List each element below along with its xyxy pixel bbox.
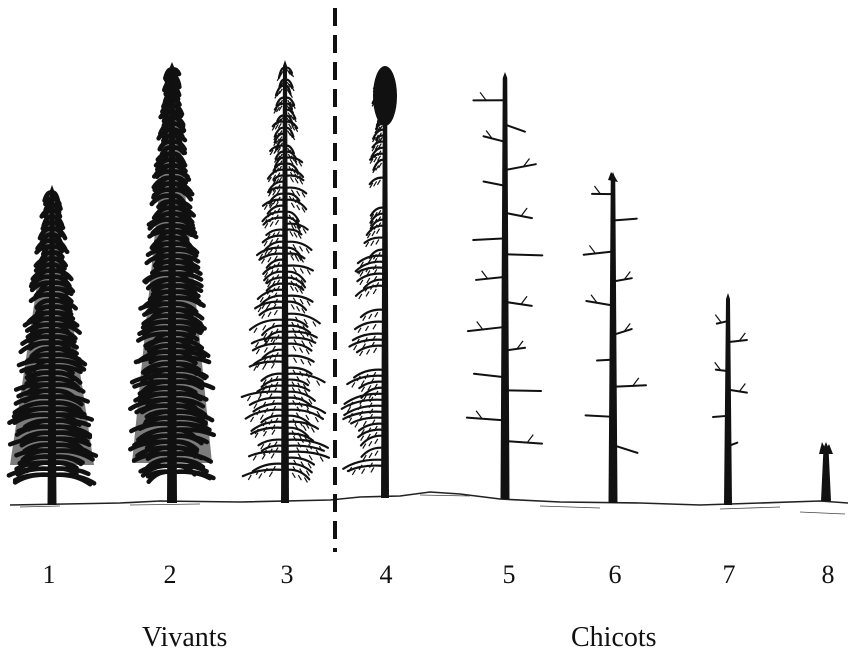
tree-5-trunk bbox=[500, 72, 510, 499]
tree-number-3: 3 bbox=[280, 560, 294, 589]
ground-texture bbox=[19, 494, 846, 515]
tree-6 bbox=[582, 172, 647, 503]
tree-number-4: 4 bbox=[379, 560, 393, 589]
tree-3 bbox=[240, 60, 331, 503]
tree-2 bbox=[128, 62, 217, 503]
tree-7-trunk bbox=[724, 293, 732, 505]
tree-7 bbox=[712, 293, 748, 505]
tree-number-6: 6 bbox=[608, 560, 622, 589]
tree-5 bbox=[465, 72, 544, 499]
ground-line bbox=[9, 491, 849, 506]
tree-1 bbox=[6, 185, 99, 505]
tree-number-7: 7 bbox=[722, 560, 736, 589]
tree-8-jagged-top bbox=[819, 442, 833, 454]
tree-8-trunk bbox=[821, 442, 831, 501]
living-group-label: Vivants bbox=[142, 622, 228, 653]
tree-3-trunk bbox=[281, 60, 289, 503]
snag-group-label: Chicots bbox=[571, 622, 657, 653]
tree-8 bbox=[819, 442, 833, 501]
tree-number-2: 2 bbox=[163, 560, 177, 589]
tree-6-trunk bbox=[608, 172, 618, 503]
tree-4-trunk bbox=[381, 68, 389, 498]
tree-4 bbox=[340, 66, 397, 498]
tree-number-5: 5 bbox=[502, 560, 516, 589]
tree-number-1: 1 bbox=[42, 560, 56, 589]
tree-number-8: 8 bbox=[821, 560, 835, 589]
